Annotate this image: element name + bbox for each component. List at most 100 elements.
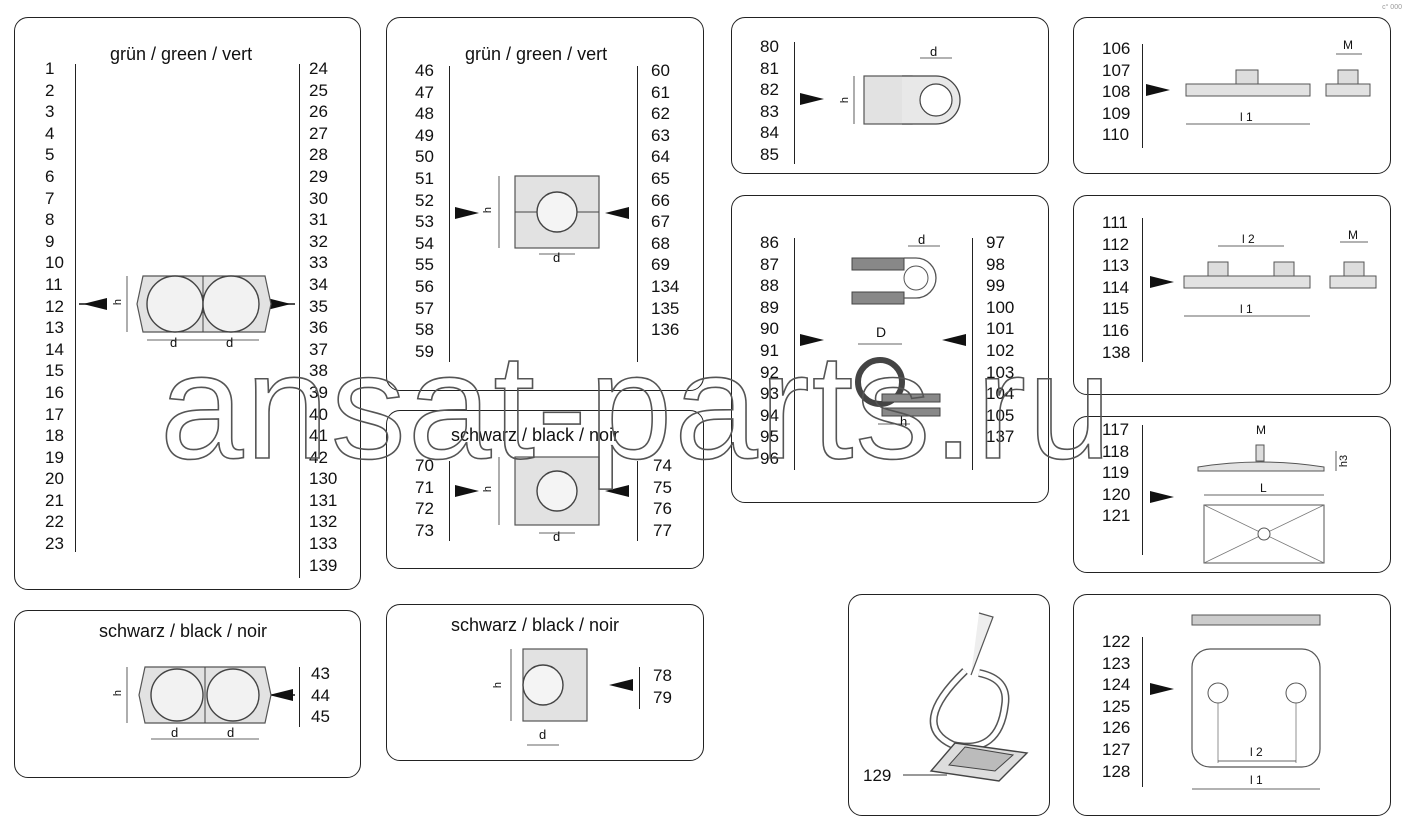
part-number: 21: [45, 490, 64, 510]
dim-d-right: d: [226, 335, 234, 350]
pointer-arrow: [800, 93, 824, 105]
pointer-arrow: [1150, 276, 1174, 288]
pointer-arrow: [609, 679, 633, 691]
cable-tie-drawing: [903, 612, 1029, 782]
right-bracket-line: [637, 461, 638, 541]
part-number: 40: [309, 404, 328, 424]
part-number: 20: [45, 469, 64, 489]
pointer-arrow-left: [455, 485, 479, 497]
pointer-arrow-left: [455, 207, 479, 219]
part-number: 30: [309, 188, 328, 208]
u-bolt-drawing: [800, 245, 966, 425]
part-number: 128: [1102, 761, 1131, 781]
right-bracket-line: [639, 667, 640, 709]
corner-mark: c° 000: [1382, 4, 1402, 11]
part-number: 86: [760, 233, 779, 252]
part-number: 23: [45, 534, 64, 554]
part-number: 58: [415, 320, 434, 340]
dim-L: L: [1260, 481, 1267, 495]
part-number: 65: [651, 168, 670, 188]
base-plate-drawing: [1146, 53, 1371, 125]
dim-m: M: [1256, 423, 1266, 437]
part-number: 134: [651, 276, 680, 296]
part-number: 15: [45, 361, 64, 381]
dim-h: h: [112, 689, 125, 697]
part-number: 6: [45, 166, 55, 186]
pointer-arrow: [1150, 683, 1174, 695]
part-number: 47: [415, 82, 434, 102]
part-number: 31: [309, 210, 328, 230]
part-number: 82: [760, 80, 779, 100]
u-clamp-drawing: [800, 57, 961, 125]
part-number: 37: [309, 339, 328, 359]
dim-d-right: d: [227, 725, 235, 740]
part-number: 14: [45, 339, 64, 359]
dim-d-left: d: [170, 335, 178, 350]
part-number: 94: [760, 405, 779, 425]
part-number: 28: [309, 145, 328, 165]
part-number: 74: [653, 456, 672, 475]
double-clamp-drawing: [79, 275, 295, 341]
left-bracket-line: [449, 461, 450, 541]
part-number: 36: [309, 318, 328, 338]
part-number: 110: [1102, 125, 1130, 145]
part-number: 119: [1102, 463, 1130, 483]
part-number: 45: [311, 707, 330, 727]
part-number: 104: [986, 384, 1015, 404]
dim-l1: l 1: [1240, 302, 1253, 316]
dim-l2: l 2: [1250, 745, 1263, 759]
part-number: 71: [415, 477, 434, 497]
panel-title: schwarz / black / noir: [451, 425, 620, 445]
part-number: 29: [309, 166, 328, 186]
right-bracket-line: [972, 238, 973, 470]
panel-title: grün / green / vert: [465, 44, 608, 64]
part-number: 122: [1102, 632, 1131, 651]
part-number: 39: [309, 382, 328, 402]
pointer-arrow-left: [800, 334, 824, 346]
part-number: 38: [309, 361, 328, 381]
part-number: 34: [309, 274, 328, 294]
part-number: 49: [415, 125, 434, 145]
dim-m: M: [1343, 38, 1353, 52]
part-number: 121: [1102, 506, 1131, 526]
part-number: 10: [45, 253, 64, 273]
dim-D: D: [876, 324, 887, 340]
left-bracket-line: [75, 64, 76, 552]
dim-d: d: [553, 250, 561, 265]
left-bracket-line: [449, 66, 450, 362]
part-number: 125: [1102, 696, 1131, 716]
part-number: 95: [760, 427, 779, 447]
part-number: 131: [309, 490, 338, 510]
single-clamp-drawing: [455, 175, 629, 255]
part-number: 64: [651, 147, 670, 167]
part-number: 63: [651, 125, 670, 145]
part-number: 13: [45, 318, 64, 338]
dim-l1: l 1: [1240, 110, 1253, 124]
part-number: 73: [415, 520, 434, 540]
mounting-plate-drawing: [1150, 444, 1337, 564]
part-number: 87: [760, 254, 779, 274]
left-bracket-line: [794, 42, 795, 164]
dim-m: M: [1348, 228, 1358, 242]
dim-h3: h3: [1338, 454, 1351, 468]
part-number: 93: [760, 384, 779, 404]
part-number: 48: [415, 104, 434, 124]
part-number: 52: [415, 190, 434, 210]
part-number: 35: [309, 296, 328, 316]
part-number: 25: [309, 80, 328, 100]
left-bracket-line: [1142, 218, 1143, 362]
part-number: 77: [653, 520, 672, 540]
part-number: 57: [415, 298, 434, 318]
